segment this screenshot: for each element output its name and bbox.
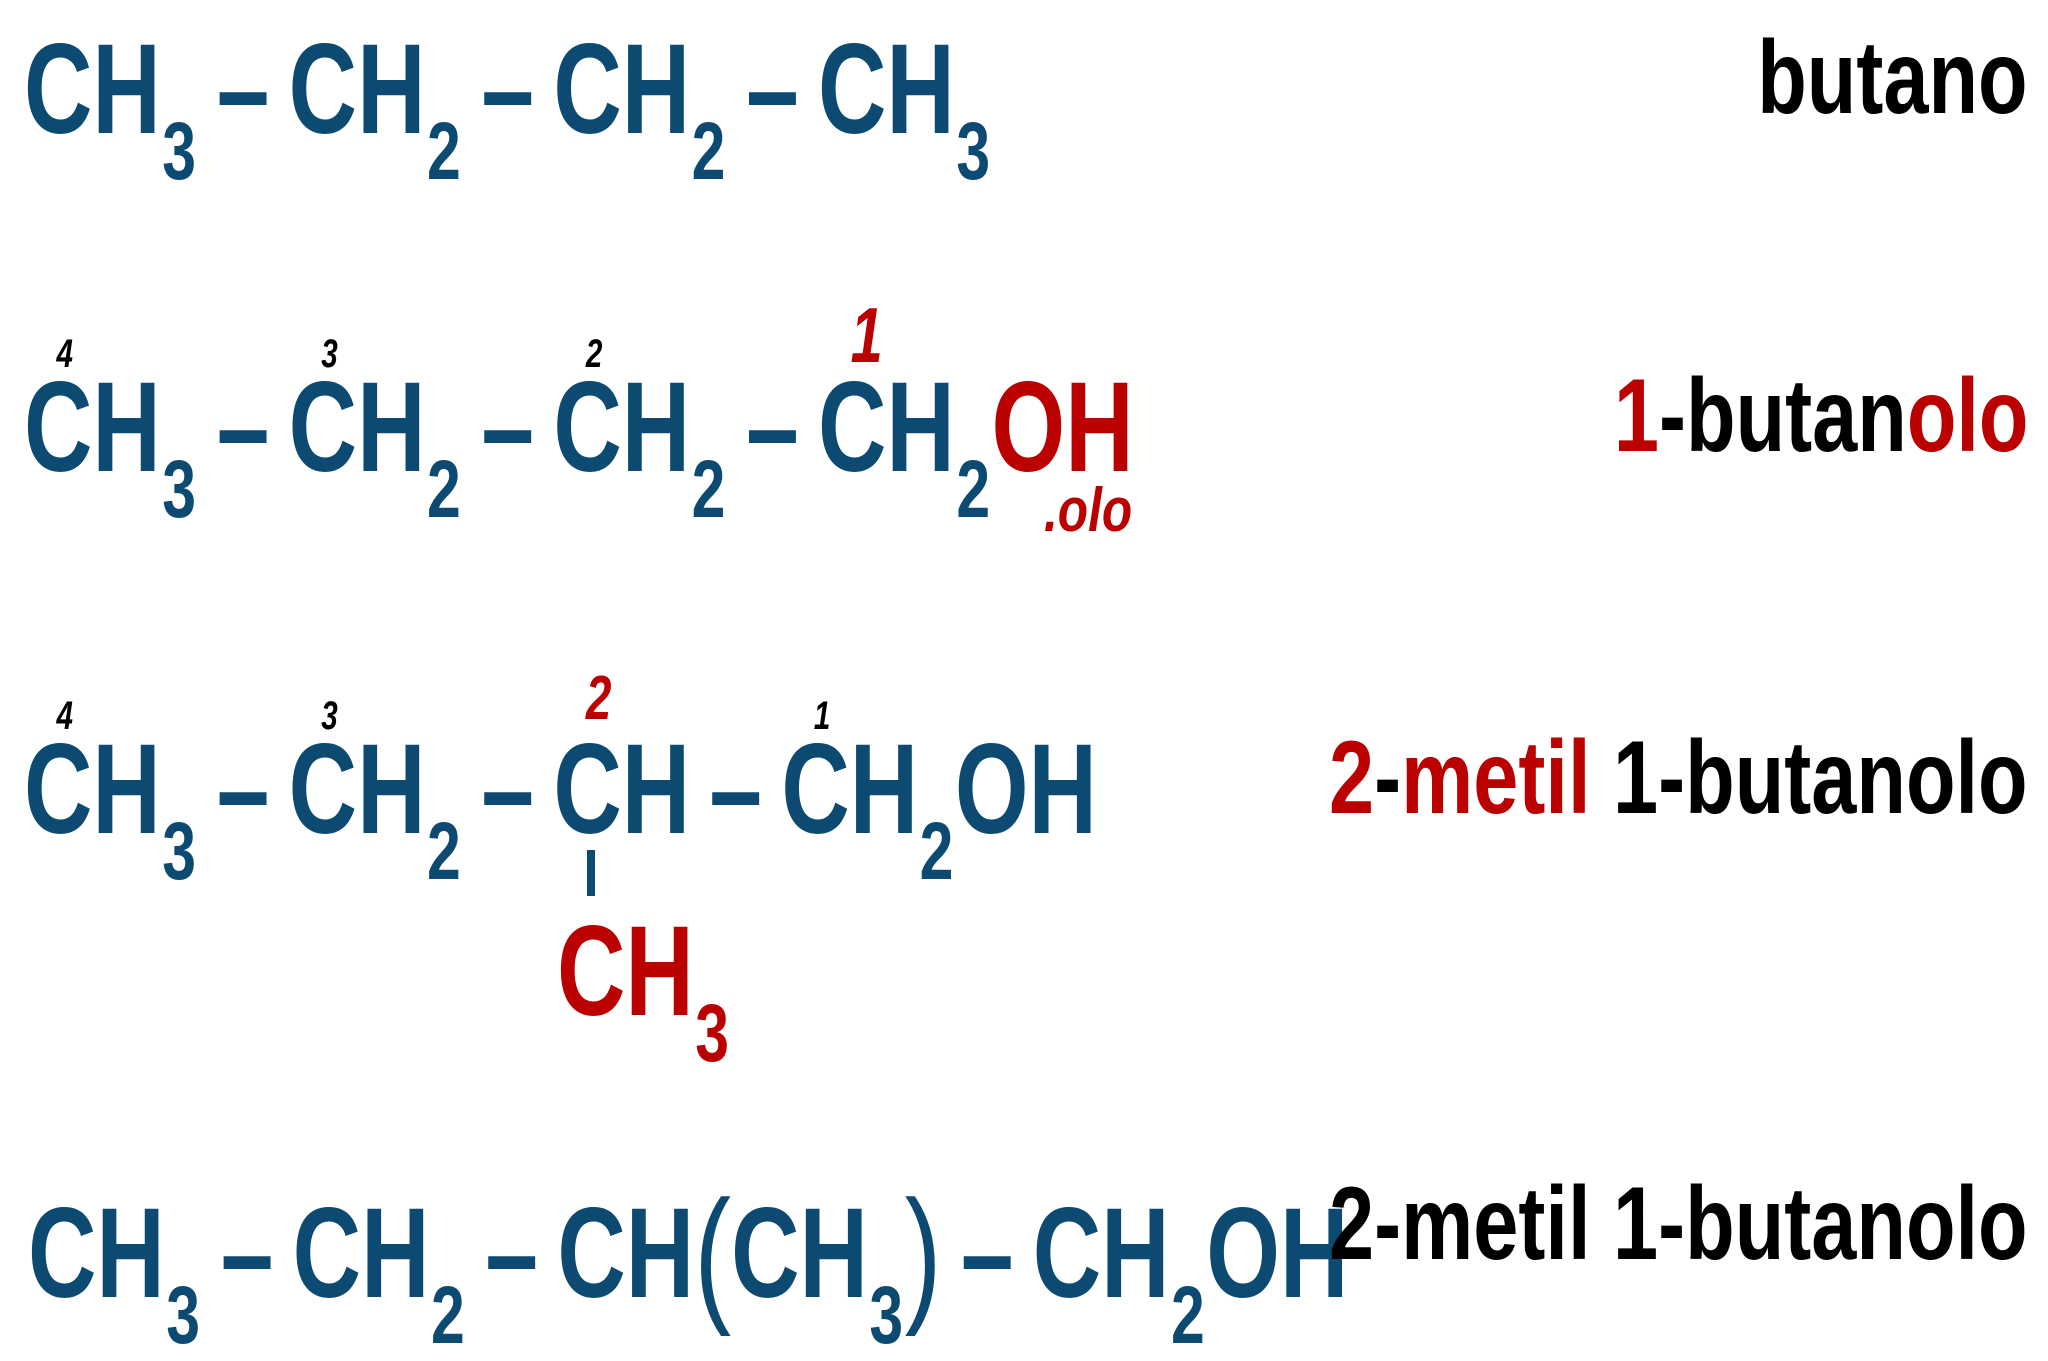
- carbon-number-4: 4: [56, 332, 74, 376]
- carbon-number-1: 1: [850, 291, 883, 379]
- suffix-note: .olo: [1044, 476, 1133, 545]
- name-2-metil-1-butanolo-condensed: 2-metil 1-butanolo: [1329, 1166, 2028, 1282]
- formula-butane: CH3–CH2–CH2–CH3: [24, 18, 991, 197]
- carbon-number-1: 1: [813, 694, 831, 738]
- carbon-number-2: 2: [585, 332, 603, 376]
- carbon-number-3: 3: [321, 332, 338, 376]
- branch-bond: [587, 850, 595, 896]
- name-2-metil-1-butanolo: 2-metil 1-butanolo: [1329, 720, 2028, 836]
- formula-condensed: CH3–CH2–CH(CH3)–CH2OH: [28, 1169, 1349, 1361]
- name-1-butanolo: 1-butanolo: [1613, 358, 2028, 474]
- hydroxyl-group: OH: [991, 356, 1134, 499]
- methyl-branch: CH3: [557, 900, 730, 1079]
- name-butano: butano: [1757, 20, 2028, 136]
- carbon-number-2: 2: [585, 664, 612, 733]
- carbon-number-4: 4: [56, 694, 74, 738]
- carbon-number-3: 3: [321, 694, 338, 738]
